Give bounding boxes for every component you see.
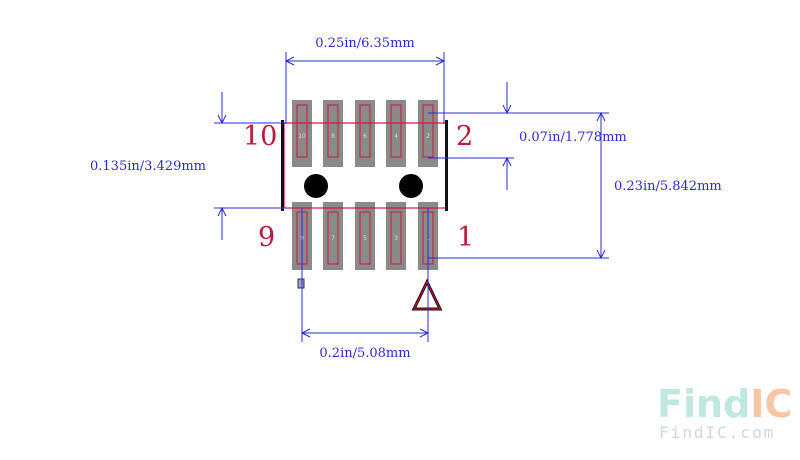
dimension-right-pitch: [428, 82, 514, 190]
dimension-right-total-label: 0.23in/5.842mm: [614, 179, 722, 194]
pad-label: 6: [363, 133, 367, 140]
dimension-left-height: [214, 92, 286, 240]
pad-label: 8: [331, 133, 335, 140]
pad-bottom-2: 7: [323, 202, 343, 270]
pin-label-10: 10: [243, 121, 277, 152]
dimension-top-width: [284, 52, 446, 124]
pin-label-2: 2: [456, 121, 473, 152]
dimension-left-height-label: 0.135in/3.429mm: [90, 159, 206, 174]
pad-label: 3: [394, 235, 398, 242]
dimension-right-pitch-label: 0.07in/1.778mm: [519, 130, 627, 145]
pad-bottom-4: 3: [386, 202, 406, 270]
findic-watermark-logo: FindIC FindIC.com: [657, 382, 792, 442]
pin-label-9: 9: [258, 222, 275, 253]
pad-top-3: 6: [355, 100, 375, 167]
bottom-pad-row: 9 7 5 3 1: [292, 202, 438, 270]
dimension-right-total: [428, 111, 609, 260]
pad-label: 4: [394, 133, 398, 140]
pad-bottom-3: 5: [355, 202, 375, 270]
pad-label: 10: [298, 133, 306, 140]
pin9-marker-square: [297, 278, 305, 289]
pad-top-2: 8: [323, 100, 343, 167]
dimension-top-width-label: 0.25in/6.35mm: [315, 36, 414, 51]
mounting-hole-left: [304, 174, 328, 198]
pin-label-1: 1: [457, 222, 474, 253]
mounting-hole-right: [399, 174, 423, 198]
pin1-triangle-icon: [411, 278, 443, 311]
watermark-site: FindIC.com: [659, 423, 775, 442]
watermark-brand-part2: IC: [750, 382, 792, 426]
svg-text:FindIC: FindIC: [657, 382, 792, 426]
pad-label: 5: [363, 235, 367, 242]
pad-top-4: 4: [386, 100, 406, 167]
pad-label: 2: [426, 133, 430, 140]
pad-label: 7: [331, 235, 335, 242]
pad-top-1: 10: [292, 100, 312, 167]
pad-top-5: 2: [418, 100, 438, 167]
top-pad-row: 10 8 6 4 2: [292, 100, 438, 167]
dimension-bottom-pitch-label: 0.2in/5.08mm: [319, 346, 410, 361]
dimension-bottom-pitch: [300, 208, 430, 342]
watermark-brand-part1: Find: [657, 382, 750, 426]
